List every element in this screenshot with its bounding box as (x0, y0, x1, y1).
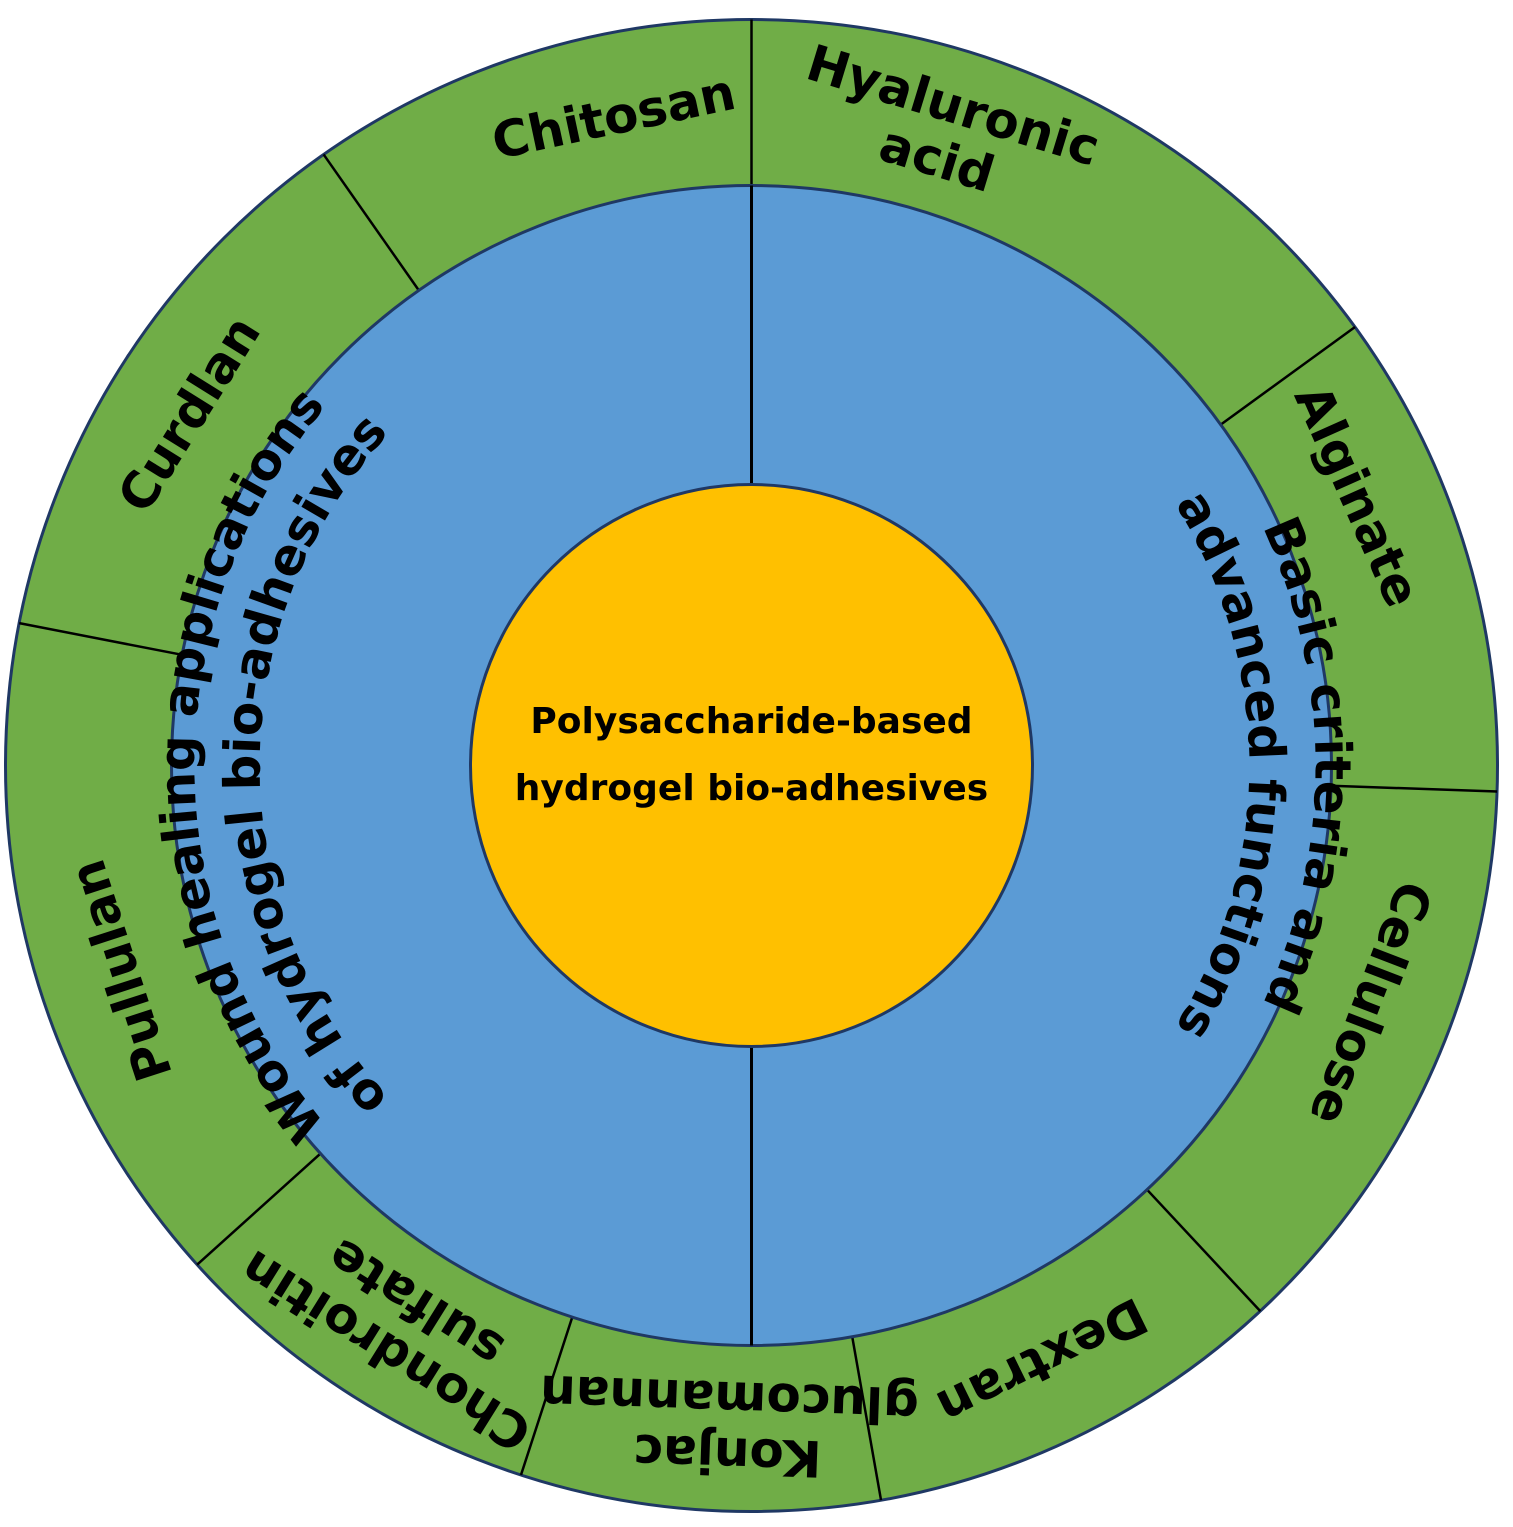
center-label-line1: Polysaccharide-based (530, 701, 972, 742)
outer-ring-divider-4 (1146, 1188, 1262, 1312)
outer-segment-label-5-line2: glucomannan (539, 1364, 920, 1435)
outer-ring-divider-8 (18, 621, 183, 657)
outer-ring-divider-2 (1219, 326, 1356, 426)
outer-segment-label-5-line1: Konjac (632, 1423, 822, 1488)
center-circle (469, 483, 1034, 1048)
outer-ring-dividers (18, 19, 1498, 1501)
outer-ring-divider-5 (850, 1336, 883, 1501)
center-label-line2: hydrogel bio-adhesives (515, 768, 988, 809)
outer-ring-divider-3 (1331, 784, 1498, 793)
outer-ring-divider-7 (196, 1152, 322, 1266)
outer-ring-divider-6 (519, 1316, 574, 1476)
outer-ring-divider-9 (322, 153, 420, 292)
